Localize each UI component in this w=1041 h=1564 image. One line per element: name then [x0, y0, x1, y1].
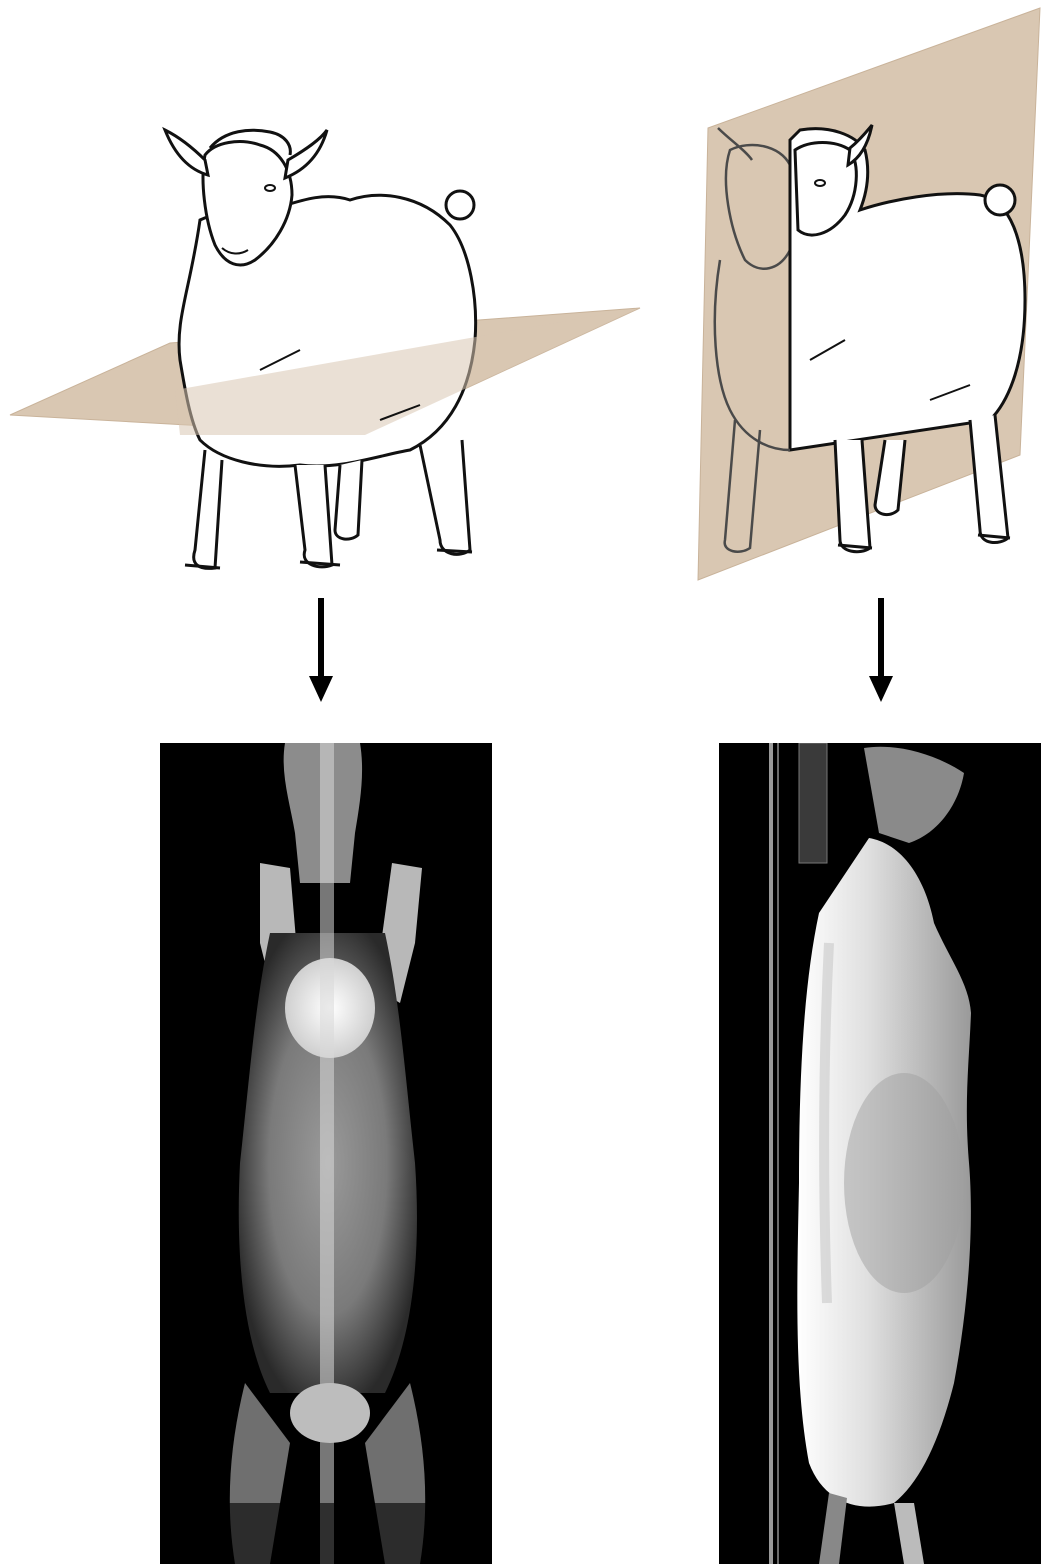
- down-arrow-icon: [869, 598, 893, 702]
- lateral-xray: [719, 743, 1041, 1564]
- sheep-sagittal-plane-illustration: [690, 0, 1041, 590]
- sheep-horizontal-plane-icon: [0, 60, 650, 590]
- down-arrow-icon: [309, 598, 333, 702]
- dorsoventral-xray: [160, 743, 492, 1564]
- sheep-horizontal-plane-illustration: [0, 60, 650, 590]
- sheep-sagittal-plane-icon: [690, 0, 1041, 590]
